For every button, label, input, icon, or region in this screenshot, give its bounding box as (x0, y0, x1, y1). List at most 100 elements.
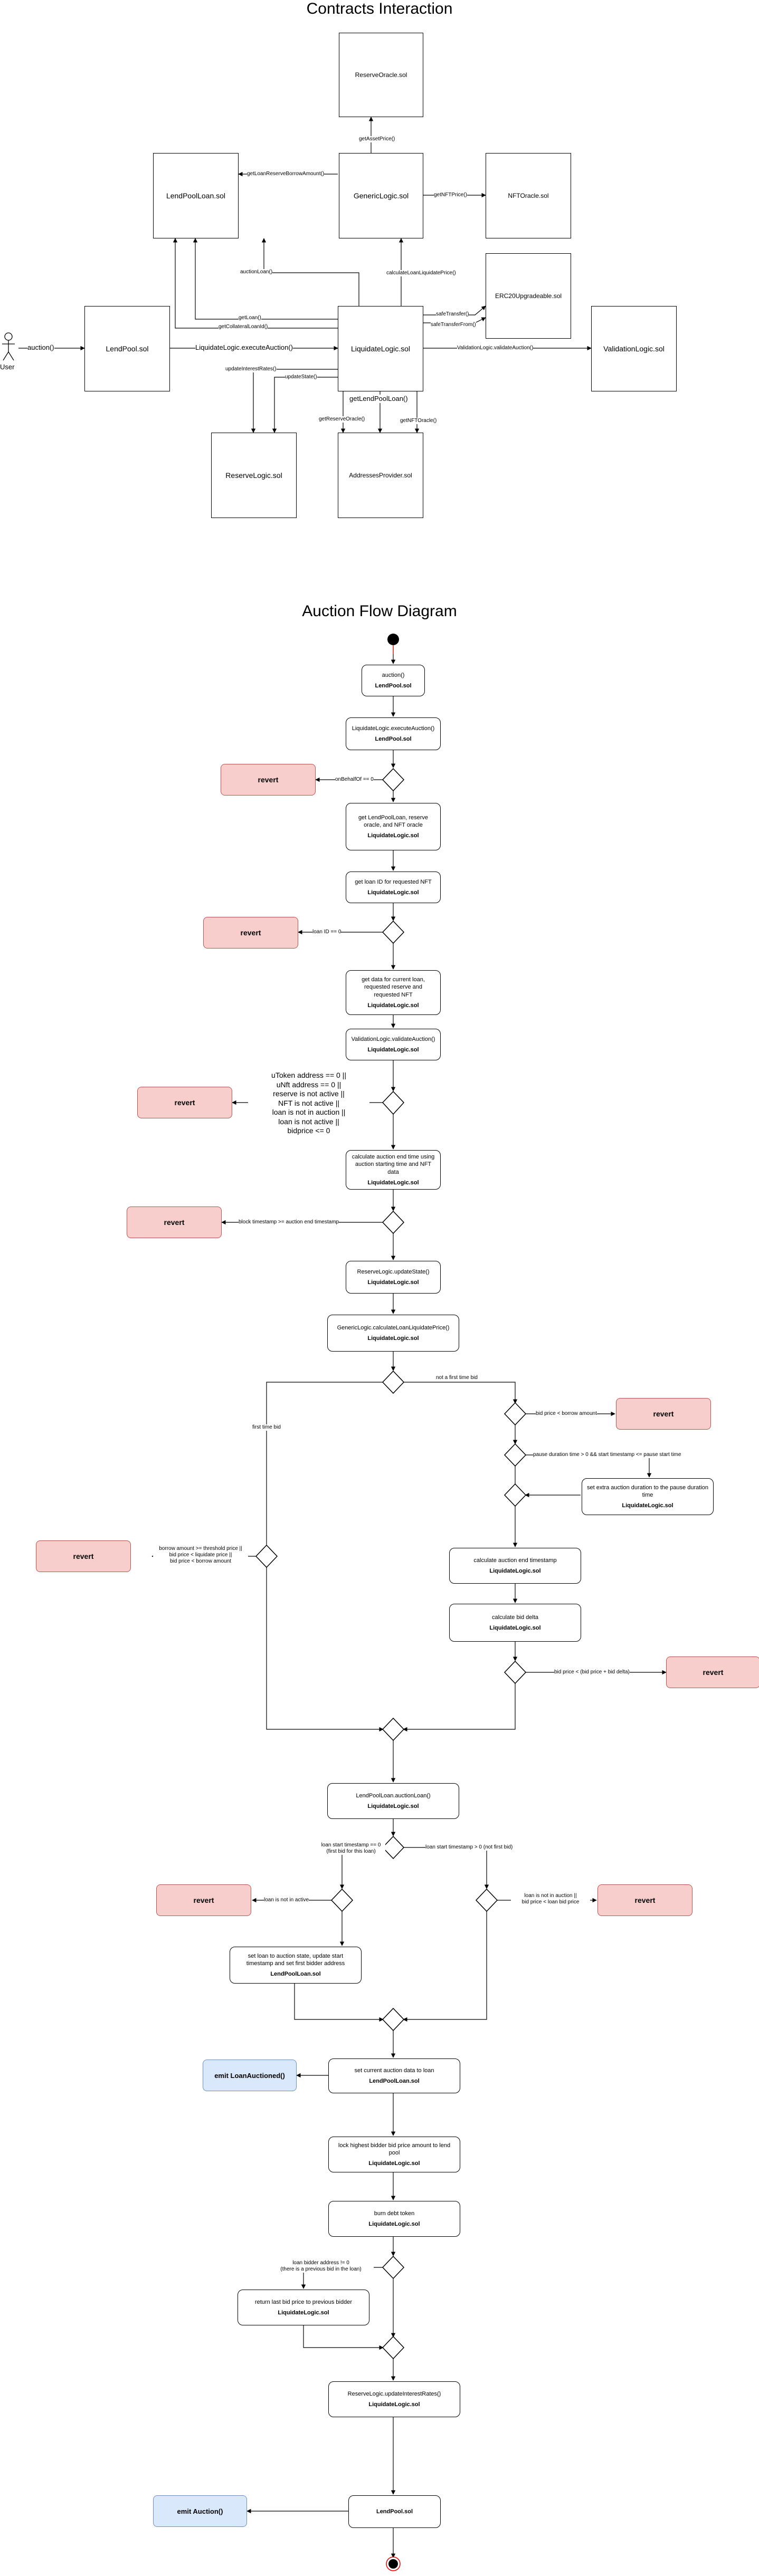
edge-safe-transfer-from: safeTransferFrom() (431, 322, 476, 328)
flow-validate-sub: LiquidateLogic.sol (367, 1047, 419, 1053)
edge-auction: auction() (27, 343, 54, 352)
revert-loanid: revert (203, 917, 298, 949)
flow-calc-bid-delta-main: calculate bid delta (491, 1614, 539, 1621)
edge-get-reserve-oracle: getReserveOracle() (319, 416, 365, 423)
flow-extra-duration-box: set extra auction duration to the pause … (582, 1478, 714, 1515)
revert-bid-delta: revert (666, 1656, 759, 1688)
revert-bid-lt-borrow: revert (616, 1398, 711, 1430)
start-node (387, 634, 399, 645)
flow-extra-duration-sub: LiquidateLogic.sol (622, 1502, 673, 1509)
lend-pool-box: LendPool.sol (84, 306, 170, 391)
flow-calc-bid-delta-box: calculate bid delta LiquidateLogic.sol (449, 1604, 581, 1642)
flow-lendpool-end-box: LendPool.sol (348, 2495, 441, 2528)
flow-return-bid-sub: LiquidateLogic.sol (278, 2310, 329, 2316)
label-block-ts: block timestamp >= auction end timestamp (239, 1219, 339, 1225)
flow-set-loan-main: set loan to auction state, update start … (246, 1952, 345, 1967)
flow-burn-sub: LiquidateLogic.sol (368, 2221, 420, 2227)
flow-get-data-sub: LiquidateLogic.sol (367, 1002, 419, 1009)
flow-calc-end-box: calculate auction end time using auction… (346, 1150, 441, 1190)
revert-validate: revert (137, 1087, 232, 1118)
edge-get-asset-price: getAssetPrice() (359, 136, 395, 142)
flow-execute-box: LiquidateLogic.executeAuction() LendPool… (346, 717, 441, 750)
revert-onbehalf: revert (221, 764, 316, 796)
flow-update-state-main: ReserveLogic.updateState() (357, 1268, 430, 1275)
flow-return-bid-main: return last bid price to previous bidder (254, 2299, 353, 2305)
label-first-bid: first time bid (252, 1424, 281, 1431)
contracts-title: Contracts Interaction (306, 0, 453, 17)
emit-loan-auctioned: emit LoanAuctioned() (203, 2060, 297, 2091)
flow-title: Auction Flow Diagram (302, 602, 457, 620)
flow-burn-box: burn debt token LiquidateLogic.sol (328, 2201, 460, 2237)
flow-update-rates-sub: LiquidateLogic.sol (368, 2401, 420, 2408)
validation-logic-box: ValidationLogic.sol (591, 306, 677, 391)
flow-burn-main: burn debt token (374, 2210, 415, 2217)
revert-first-bid: revert (36, 1540, 131, 1572)
flow-extra-duration-main: set extra auction duration to the pause … (587, 1484, 708, 1498)
flow-get-lendpoolloan-sub: LiquidateLogic.sol (367, 832, 419, 839)
label-validate-conditions: uToken address == 0 || uNft address == 0… (248, 1071, 369, 1136)
edge-calc-loan-liquidate: calculateLoanLiquidatePrice() (386, 270, 456, 276)
flow-update-state-box: ReserveLogic.updateState() LiquidateLogi… (346, 1261, 441, 1294)
edge-get-collateral-loan: getCollateralLoanId() (219, 324, 268, 330)
flow-set-current-box: set current auction data to loan LendPoo… (328, 2058, 460, 2093)
flow-validate-main: ValidationLogic.validateAuction() (351, 1036, 435, 1042)
flow-get-loanid-main: get loan ID for requested NFT (355, 878, 432, 885)
edge-safe-transfer: safeTransfer() (436, 311, 469, 318)
flow-get-data-box: get data for current loan, requested res… (346, 970, 441, 1015)
revert-loan-not-active: revert (156, 1884, 251, 1916)
edge-get-loan: getLoan() (239, 315, 261, 321)
flow-get-lendpoolloan-main: get LendPoolLoan, reserve oracle, and NF… (358, 814, 429, 828)
flow-set-loan-box: set loan to auction state, update start … (230, 1947, 362, 1984)
flow-set-loan-sub: LendPoolLoan.sol (270, 1971, 321, 1978)
flow-auction-loan-sub: LiquidateLogic.sol (367, 1803, 419, 1809)
label-loan-not-auction: loan is not in auction || bid price < lo… (511, 1893, 590, 1905)
flow-get-loanid-box: get loan ID for requested NFT LiquidateL… (346, 872, 441, 903)
label-loan-not-active: loan is not in active (264, 1897, 309, 1903)
edge-auction-loan: auctionLoan() (240, 269, 273, 275)
label-loan-bidder: loan bidder address != 0 (there is a pre… (268, 2260, 374, 2273)
emit-auction: emit Auction() (153, 2495, 247, 2527)
flow-calc-liq-main: GenericLogic.calculateLoanLiquidatePrice… (337, 1324, 450, 1331)
flow-calc-auction-end-box: calculate auction end timestamp Liquidat… (449, 1548, 581, 1584)
edge-validate-auction: ValidationLogic.validateAuction() (457, 345, 534, 351)
edge-get-nft-price: getNFTPrice() (434, 192, 467, 198)
edge-get-nft-oracle: getNFTOracle() (400, 418, 437, 424)
flow-execute-main: LiquidateLogic.executeAuction() (352, 725, 435, 732)
flow-get-data-main: get data for current loan, requested res… (362, 976, 425, 998)
flow-return-bid-box: return last bid price to previous bidder… (238, 2290, 369, 2325)
flow-calc-end-sub: LiquidateLogic.sol (367, 1179, 419, 1186)
label-bid-delta: bid price < (bid price + bid delta) (554, 1669, 630, 1675)
flow-update-state-sub: LiquidateLogic.sol (367, 1279, 419, 1286)
edge-get-lend-pool-loan: getLendPoolLoan() (349, 395, 408, 403)
label-loanid: loan ID == 0 (312, 929, 341, 935)
label-first-bid-conds: borrow amount >= threshold price || bid … (153, 1546, 248, 1565)
erc20-box: ERC20Upgradeable.sol (486, 253, 571, 339)
nft-oracle-box: NFTOracle.sol (486, 153, 571, 238)
flow-lock-box: lock highest bidder bid price amount to … (328, 2137, 460, 2172)
label-loan-start-gt: loan start timestamp > 0 (not first bid) (425, 1844, 513, 1851)
flow-set-current-sub: LendPoolLoan.sol (369, 2078, 420, 2084)
revert-loan-not-auction: revert (597, 1884, 692, 1916)
flow-calc-liq-box: GenericLogic.calculateLoanLiquidatePrice… (327, 1315, 459, 1352)
user-label: User (0, 363, 15, 371)
flow-lock-sub: LiquidateLogic.sol (368, 2160, 420, 2167)
edge-update-interest: updateInterestRates() (225, 366, 277, 372)
decision-diamonds (255, 768, 527, 2360)
flow-set-current-main: set current auction data to loan (354, 2067, 434, 2074)
flow-auction-box: auction() LendPool.sol (362, 665, 425, 696)
reserve-oracle-box: ReserveOracle.sol (339, 33, 423, 117)
flow-calc-end-main: calculate auction end time using auction… (352, 1153, 435, 1175)
flow-validate-box: ValidationLogic.validateAuction() Liquid… (346, 1029, 441, 1060)
flow-auction-sub: LendPool.sol (375, 683, 412, 689)
reserve-logic-box: ReserveLogic.sol (211, 433, 297, 518)
user-icon (2, 332, 15, 361)
generic-logic-box: GenericLogic.sol (339, 153, 423, 238)
flow-lendpool-end-main: LendPool.sol (376, 2508, 413, 2515)
label-bid-lt-borrow: bid price < borrow amount (536, 1411, 597, 1417)
lend-pool-loan-box: LendPoolLoan.sol (153, 153, 239, 238)
flow-get-lendpoolloan-box: get LendPoolLoan, reserve oracle, and NF… (346, 803, 441, 850)
edge-update-state: updateState() (285, 374, 317, 380)
flow-execute-sub: LendPool.sol (375, 736, 412, 742)
flow-auction-loan-box: LendPoolLoan.auctionLoan() LiquidateLogi… (327, 1783, 459, 1819)
revert-block-ts: revert (127, 1206, 222, 1238)
